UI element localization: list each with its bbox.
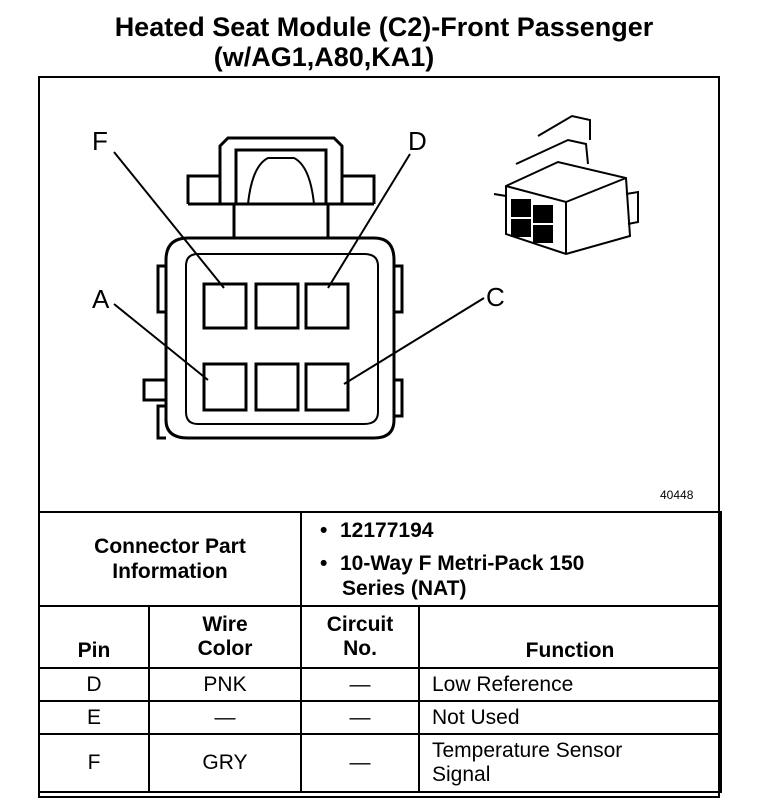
table-header-row: Pin Wire Color Circuit No. Function [38, 605, 722, 669]
table-row: E — — Not Used [38, 700, 722, 735]
leader-line-d [327, 153, 411, 289]
cell-pin: F [38, 733, 150, 793]
connector-diagram: F D A C 40448 [38, 76, 720, 512]
leader-line-f [113, 151, 225, 289]
table-row: D PNK — Low Reference [38, 667, 722, 702]
cell-pin: D [38, 667, 150, 702]
pin-label-a: A [92, 284, 110, 314]
connector-type-item: •10-Way F Metri-Pack 150 Series (NAT) [320, 551, 585, 600]
connector-part-info-values: •12177194 •10-Way F Metri-Pack 150 Serie… [300, 511, 722, 607]
leader-line-a [113, 303, 209, 381]
pin-label-c: C [486, 282, 505, 312]
connector-pinout-table: Connector Part Information •12177194 •10… [38, 511, 722, 793]
pin-label-f: F [92, 126, 108, 156]
cell-function: Not Used [418, 700, 722, 735]
connector-part-info-label: Connector Part Information [38, 511, 302, 607]
cell-circuit: — [300, 733, 420, 793]
cell-wire-color: PNK [148, 667, 302, 702]
diagram-title: Heated Seat Module (C2)-Front Passenger [114, 12, 654, 42]
connector-info-row: Connector Part Information •12177194 •10… [38, 511, 722, 607]
cell-wire-color: — [148, 700, 302, 735]
connector-3d-icon [493, 114, 639, 256]
diagram-frame [38, 76, 720, 798]
pin-label-d: D [408, 126, 427, 156]
cell-wire-color: GRY [148, 733, 302, 793]
header-circuit-no: Circuit No. [300, 605, 420, 669]
cell-function: Temperature Sensor Signal [418, 733, 722, 793]
cell-circuit: — [300, 667, 420, 702]
figure-number: 40448 [660, 488, 694, 502]
header-wire-color: Wire Color [148, 605, 302, 669]
cell-circuit: — [300, 700, 420, 735]
cell-pin: E [38, 700, 150, 735]
header-pin: Pin [38, 605, 150, 669]
cell-function: Low Reference [418, 667, 722, 702]
connector-face-drawing [113, 114, 639, 440]
header-function: Function [418, 605, 722, 669]
leader-line-c [343, 297, 485, 385]
part-number-item: •12177194 [320, 518, 434, 542]
diagram-subtitle: (w/AG1,A80,KA1) [213, 42, 435, 72]
table-row: F GRY — Temperature Sensor Signal [38, 733, 722, 793]
